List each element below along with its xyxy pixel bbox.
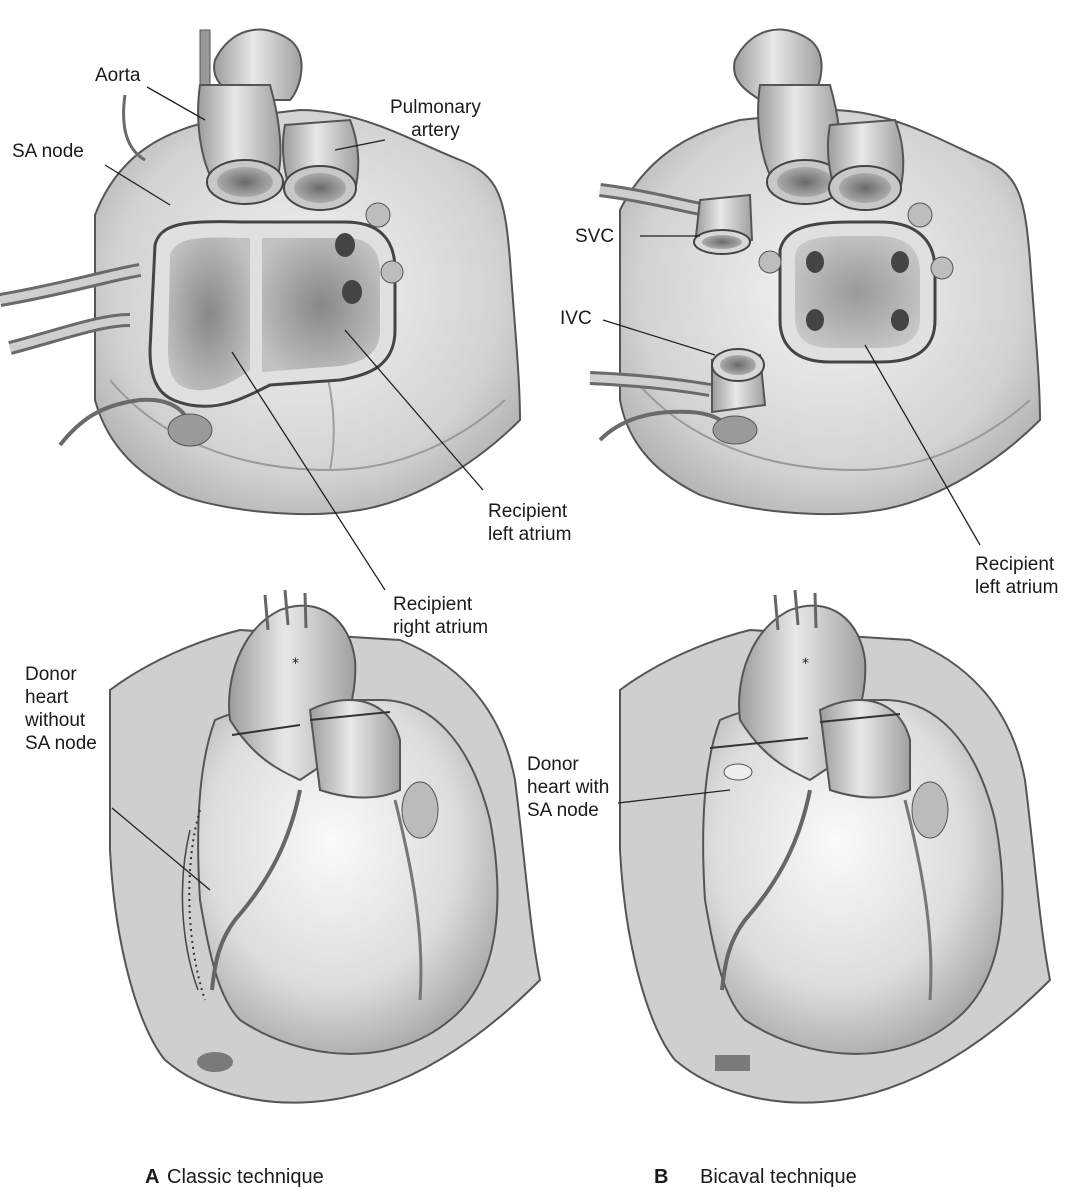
svg-text:*: * <box>292 656 299 672</box>
panel-a-donor-heart: * <box>110 590 540 1103</box>
label-recipient-left-atrium-a: Recipient left atrium <box>488 500 571 546</box>
svg-text:*: * <box>802 656 809 672</box>
label-donor-heart-without-sa-node: Donor heart without SA node <box>25 663 97 755</box>
panel-b-caption: Bicaval technique <box>700 1166 857 1189</box>
label-aorta: Aorta <box>95 64 140 87</box>
label-svc: SVC <box>575 225 614 248</box>
label-pulmonary-artery: Pulmonary artery <box>390 96 481 142</box>
panel-a-caption: Classic technique <box>167 1166 324 1189</box>
panel-b-letter: B <box>654 1166 668 1189</box>
label-ivc: IVC <box>560 307 592 330</box>
label-recipient-right-atrium: Recipient right atrium <box>393 593 488 639</box>
panel-b-donor-heart: * <box>620 590 1050 1103</box>
label-recipient-left-atrium-b: Recipient left atrium <box>975 553 1058 599</box>
panel-a-letter: A <box>145 1166 159 1189</box>
label-donor-heart-with-sa-node: Donor heart with SA node <box>527 753 609 822</box>
label-sa-node: SA node <box>12 140 84 163</box>
